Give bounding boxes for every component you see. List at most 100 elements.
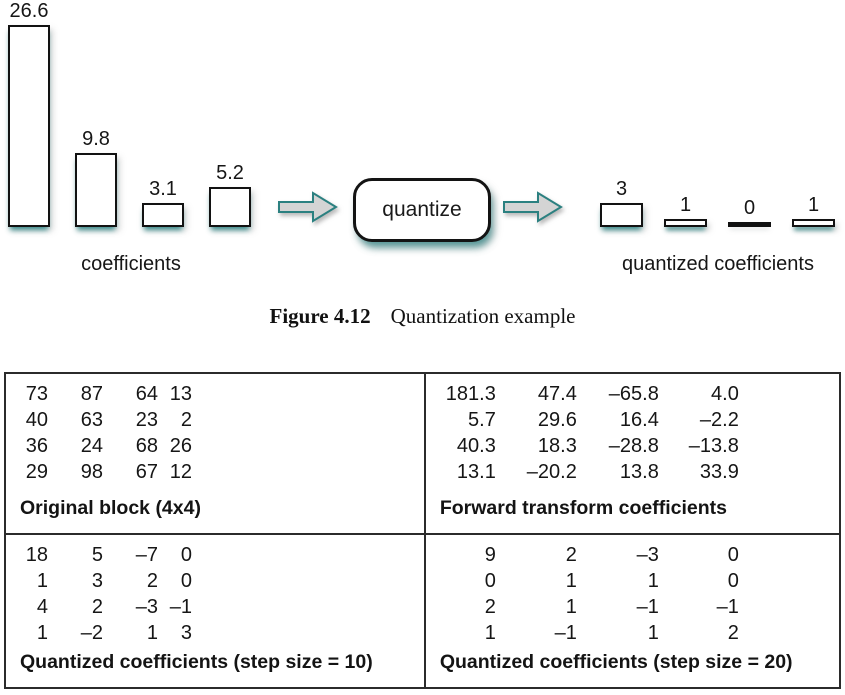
coefficient-bar: 26.6 (8, 0, 50, 227)
flow-arrow-right-icon (503, 191, 563, 223)
matrix-cell: 68 (135, 435, 158, 457)
matrix-cell: 1 (647, 622, 659, 644)
bar-rect (8, 25, 50, 227)
matrix-cell: 18.3 (537, 435, 577, 457)
coefficient-bar: 1 (664, 194, 707, 227)
matrix-cell: 29 (25, 461, 48, 483)
figure-number: Figure 4.12 (269, 304, 371, 328)
matrix-cell: 2 (565, 544, 577, 566)
input-coefficients-bars: 26.6 9.8 3.1 5.2 (8, 0, 251, 227)
matrix-cell: –1 (169, 596, 192, 618)
output-coefficients-bars: 3 1 0 1 (600, 178, 835, 227)
matrix-cell: 13.8 (619, 461, 659, 483)
input-bars-caption: coefficients (81, 253, 181, 275)
matrix-cell: 1 (36, 622, 48, 644)
quantize-label: quantize (382, 198, 462, 221)
matrix-cell: 16.4 (619, 409, 659, 431)
bar-rect (600, 203, 643, 227)
matrix-cell: 73 (25, 383, 48, 405)
coefficient-bar: 9.8 (75, 128, 117, 227)
matrix-cell: 1 (146, 622, 158, 644)
matrix-cell: –20.2 (526, 461, 577, 483)
bar-value-label: 5.2 (216, 162, 244, 184)
bar-rect (75, 153, 117, 227)
bar-rect (209, 187, 251, 227)
bar-value-label: 1 (679, 194, 692, 216)
matrix-cell: –2.2 (699, 409, 739, 431)
bar-value-label: 9.8 (82, 128, 110, 150)
matrix-cell: 2 (727, 622, 739, 644)
matrix-cell: 2 (146, 570, 158, 592)
figure-title: Quantization example (390, 304, 576, 328)
matrix-cell: 1 (36, 570, 48, 592)
quantize-block: quantize (353, 178, 491, 242)
coefficient-bar: 5.2 (209, 162, 251, 227)
quantization-diagram: 26.6 9.8 3.1 5.2 coefficients quantize 3 1 0 1… (0, 0, 845, 290)
matrix-cell: 40.3 (456, 435, 496, 457)
matrix-cell: 26 (169, 435, 192, 457)
matrix-cell: 29.6 (537, 409, 577, 431)
matrix-cell: 13.1 (456, 461, 496, 483)
bar-rect (728, 222, 771, 227)
matrix-cell: 0 (180, 570, 192, 592)
matrix-cell: 98 (80, 461, 103, 483)
coefficient-bar: 1 (792, 194, 835, 227)
matrix-cell: 1 (565, 596, 577, 618)
quadrant-title-forward-transform: Forward transform coefficients (439, 497, 727, 519)
matrix-cell: –13.8 (688, 435, 739, 457)
flow-arrow-right-icon (278, 191, 338, 223)
bar-value-label: 3.1 (149, 178, 177, 200)
matrix-cell: –1 (554, 622, 577, 644)
matrix-cell: 87 (80, 383, 103, 405)
quadrant-title-quantized-step20: Quantized coefficients (step size = 20) (439, 651, 793, 673)
matrix-cell: 3 (91, 570, 103, 592)
output-bars-caption: quantized coefficients (622, 253, 814, 275)
matrix-cell: 4 (36, 596, 48, 618)
bar-value-label: 3 (615, 178, 628, 200)
matrix-row: 1 –1 1 2 (440, 620, 739, 646)
matrix-cell: 0 (727, 544, 739, 566)
bar-rect (792, 219, 835, 227)
matrix-cell: 5 (91, 544, 103, 566)
matrix-cell: –1 (716, 596, 739, 618)
matrix-cell: 13 (169, 383, 192, 405)
coefficient-bar: 3 (600, 178, 643, 227)
bar-value-label: 0 (743, 197, 756, 219)
matrix-cell: 2 (180, 409, 192, 431)
matrix-cell: 36 (25, 435, 48, 457)
figure-caption: Figure 4.12 Quantization example (0, 303, 845, 329)
bar-value-label: 1 (807, 194, 820, 216)
coefficient-bar: 0 (728, 197, 771, 227)
matrix-cell: 23 (135, 409, 158, 431)
matrix-cell: 63 (80, 409, 103, 431)
bar-value-label: 26.6 (9, 0, 49, 22)
quadrant-title-quantized-step10: Quantized coefficients (step size = 10) (20, 651, 373, 673)
matrix-cell: –1 (636, 596, 659, 618)
matrix-cell: 1 (484, 622, 496, 644)
matrix-cell: 0 (484, 570, 496, 592)
matrix-cell: 9 (484, 544, 496, 566)
matrix-cell: 0 (180, 544, 192, 566)
